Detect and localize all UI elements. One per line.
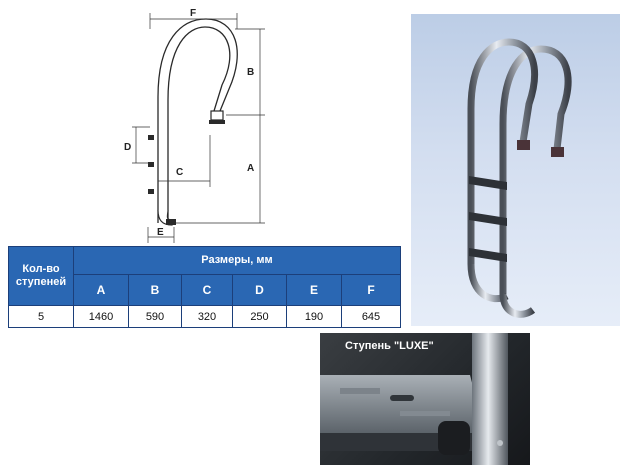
label-b: B xyxy=(247,67,254,78)
table-row: 5 1460 590 320 250 190 645 xyxy=(8,305,401,328)
ladder-tube-rear xyxy=(167,26,231,223)
ladder-dimension-drawing: F B A D C E xyxy=(124,8,265,243)
dimension-f xyxy=(149,13,238,29)
cell-f: 645 xyxy=(341,305,401,328)
cell-c: 320 xyxy=(181,305,233,328)
column-header-a: A xyxy=(73,273,129,307)
label-a: A xyxy=(247,163,254,174)
step-bracket xyxy=(148,162,154,167)
ladder-step xyxy=(469,248,507,262)
ladder-illustration xyxy=(467,38,572,318)
ladder-step xyxy=(469,176,507,190)
ladder-step xyxy=(469,212,507,226)
anchor-plate xyxy=(517,140,530,150)
column-header-c: C xyxy=(181,273,233,307)
ladder-tube-front xyxy=(157,18,238,223)
dimension-c xyxy=(158,135,211,187)
dimension-d xyxy=(132,126,150,164)
step-detail-photo: Ступень "LUXE" xyxy=(320,333,530,465)
ladder-photo xyxy=(411,14,620,326)
step-detail-illustration xyxy=(320,333,508,465)
anchor-flange xyxy=(210,110,224,121)
cell-steps: 5 xyxy=(8,305,74,328)
steps-count-header-line2: ступеней xyxy=(15,276,67,288)
step-bracket xyxy=(148,135,154,140)
column-header-f: F xyxy=(341,273,401,307)
dimensions-group-header: Размеры, мм xyxy=(73,246,401,275)
dimension-e xyxy=(147,227,175,243)
step-bracket xyxy=(148,189,154,194)
step-end-cap xyxy=(438,421,470,455)
cell-a: 1460 xyxy=(73,305,129,328)
column-header-d: D xyxy=(232,273,287,307)
label-c: C xyxy=(176,167,183,178)
cell-e: 190 xyxy=(286,305,342,328)
label-e: E xyxy=(157,227,164,238)
column-header-e: E xyxy=(286,273,342,307)
cell-b: 590 xyxy=(128,305,182,328)
anchor-plate xyxy=(551,147,564,157)
dimensions-table: Кол-во ступеней Размеры, мм A B C D E F … xyxy=(8,246,401,328)
cell-d: 250 xyxy=(232,305,287,328)
foot-pad xyxy=(166,219,176,225)
ladder-pole xyxy=(472,333,508,465)
steps-count-header: Кол-во ступеней xyxy=(8,246,74,306)
label-d: D xyxy=(124,142,131,153)
dimension-ab xyxy=(176,28,265,224)
anchor-base xyxy=(209,120,225,124)
column-header-b: B xyxy=(128,273,182,307)
step-caption: Ступень "LUXE" xyxy=(345,340,434,352)
label-f: F xyxy=(190,8,196,19)
steps-count-header-line1: Кол-во xyxy=(22,263,60,275)
